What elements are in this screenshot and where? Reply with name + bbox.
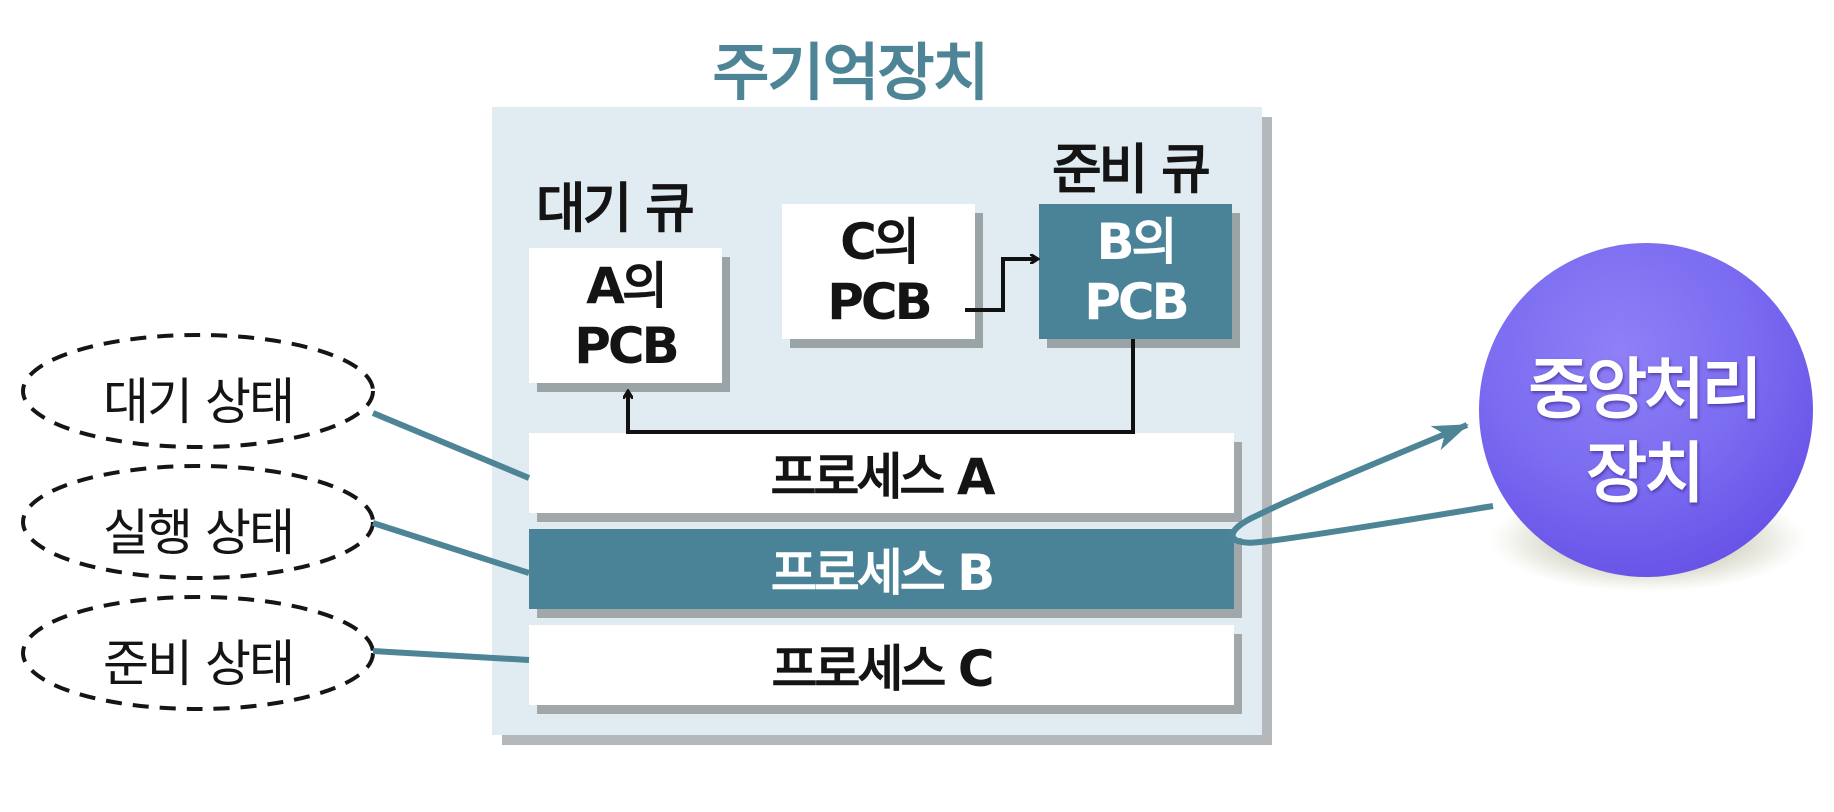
pcb-a-line1: A의 (586, 256, 668, 315)
pcb-a-box: A의 PCB (529, 248, 722, 383)
ready-state-connector (372, 648, 530, 663)
process-b-to-cpu-arrow (1229, 422, 1494, 546)
waiting-state-connector (371, 410, 531, 481)
running-state-connector (372, 520, 530, 576)
cpu-label-line1: 중앙처리 (1528, 351, 1763, 428)
pcb-c-box: C의 PCB (782, 204, 975, 339)
process-b-label: 프로세스 B (770, 544, 996, 602)
ready-state-label: 준비 상태 (103, 635, 295, 693)
pcb-c-line2: PCB (827, 272, 932, 331)
pcb-c-to-pcb-b-arrow (965, 259, 1037, 312)
process-c-bar: 프로세스 C (529, 625, 1234, 705)
pcb-c-line1: C의 (840, 212, 920, 271)
cpu-label: 중앙처리 장치 (1474, 348, 1814, 516)
process-b-bar: 프로세스 B (529, 529, 1234, 609)
waiting-state-label: 대기 상태 (103, 373, 295, 431)
pcb-b-line2: PCB (1084, 272, 1189, 331)
pcb-b-line1: B의 (1096, 212, 1177, 271)
running-state-label: 실행 상태 (103, 504, 295, 562)
process-a-label: 프로세스 A (770, 448, 995, 506)
pcb-b-to-pcb-a-arrow (628, 339, 1135, 434)
main-memory-title: 주기억장치 (712, 36, 989, 109)
process-c-label: 프로세스 C (771, 640, 994, 698)
waiting-state-ellipse (21, 333, 375, 449)
pcb-a-line2: PCB (574, 316, 679, 375)
running-state-ellipse (21, 464, 375, 580)
cpu-label-line2: 장치 (1586, 435, 1704, 512)
ready-queue-label: 준비 큐 (1052, 138, 1211, 201)
waiting-queue-label: 대기 큐 (536, 177, 695, 240)
cpu-circle (1479, 243, 1813, 577)
pcb-b-box: B의 PCB (1039, 204, 1232, 339)
process-a-bar: 프로세스 A (529, 433, 1234, 513)
